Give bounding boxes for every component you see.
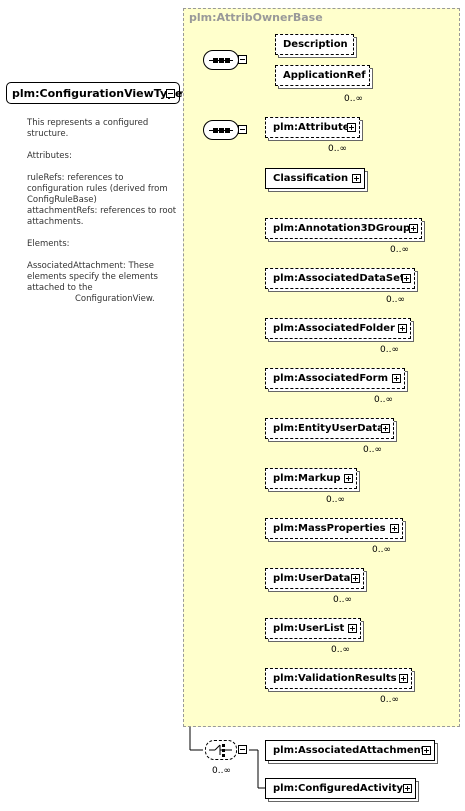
element-label: plm:Markup bbox=[273, 473, 341, 484]
cardinality-label: 0..∞ bbox=[328, 144, 347, 154]
collapse-icon[interactable] bbox=[238, 125, 247, 134]
element-associateddataset[interactable]: plm:AssociatedDataSet bbox=[265, 268, 415, 289]
group-title: plm:AttribOwnerBase bbox=[189, 11, 323, 24]
cardinality-label: 0..∞ bbox=[333, 595, 352, 605]
element-label: plm:AssociatedFolder bbox=[273, 323, 395, 334]
root-label: plm:ConfigurationViewType bbox=[12, 86, 183, 100]
desc-paragraph: AssociatedAttachment: These elements spe… bbox=[27, 261, 158, 293]
expand-icon[interactable] bbox=[392, 374, 401, 383]
expand-icon[interactable] bbox=[403, 784, 412, 793]
desc-paragraph: Attributes: bbox=[27, 151, 72, 161]
desc-paragraph: Elements: bbox=[27, 239, 70, 249]
cardinality-label: 0..∞ bbox=[380, 695, 399, 705]
cardinality-label: 0..∞ bbox=[390, 245, 409, 255]
documentation-text: This represents a configured structure. … bbox=[9, 118, 179, 316]
element-associatedfolder[interactable]: plm:AssociatedFolder bbox=[265, 318, 411, 339]
element-label: plm:UserData bbox=[273, 573, 351, 584]
collapse-icon[interactable] bbox=[238, 745, 247, 754]
element-classification[interactable]: Classification bbox=[265, 168, 365, 189]
collapse-icon[interactable] bbox=[238, 55, 247, 64]
expand-icon[interactable] bbox=[399, 674, 408, 683]
element-label: ApplicationRef bbox=[283, 70, 366, 81]
expand-icon[interactable] bbox=[398, 324, 407, 333]
expand-icon[interactable] bbox=[390, 524, 399, 533]
element-label: Description bbox=[283, 39, 348, 50]
desc-paragraph: ruleRefs: references to configuration ru… bbox=[27, 173, 168, 205]
cardinality-label: 0..∞ bbox=[344, 94, 363, 104]
element-label: plm:ConfiguredActivity bbox=[273, 783, 404, 794]
element-configuredactivity[interactable]: plm:ConfiguredActivity bbox=[265, 778, 416, 799]
element-label: plm:Attribute bbox=[273, 122, 350, 133]
element-label: plm:AssociatedAttachment bbox=[273, 745, 426, 756]
choice-compositor-icon bbox=[205, 740, 237, 760]
cardinality-label: 0..∞ bbox=[380, 345, 399, 355]
element-label: plm:MassProperties bbox=[273, 523, 386, 534]
element-validationresults[interactable]: plm:ValidationResults bbox=[265, 668, 412, 689]
element-label: plm:ValidationResults bbox=[273, 673, 397, 684]
element-label: plm:AssociatedDataSet bbox=[273, 273, 405, 284]
element-associatedform[interactable]: plm:AssociatedForm bbox=[265, 368, 405, 389]
expand-icon[interactable] bbox=[381, 424, 390, 433]
element-massproperties[interactable]: plm:MassProperties bbox=[265, 518, 403, 539]
element-label: plm:UserList bbox=[273, 623, 345, 634]
expand-icon[interactable] bbox=[347, 123, 356, 132]
desc-paragraph: ConfigurationView. bbox=[75, 294, 155, 304]
element-label: Classification bbox=[273, 173, 349, 184]
expand-icon[interactable] bbox=[348, 624, 357, 633]
cardinality-label: 0..∞ bbox=[374, 395, 393, 405]
cardinality-label: 0..∞ bbox=[372, 545, 391, 555]
expand-icon[interactable] bbox=[422, 746, 431, 755]
expand-icon[interactable] bbox=[351, 574, 360, 583]
cardinality-label: 0..∞ bbox=[331, 645, 350, 655]
sequence-compositor-icon bbox=[203, 50, 239, 70]
element-userlist[interactable]: plm:UserList bbox=[265, 618, 361, 639]
expand-icon[interactable] bbox=[352, 174, 361, 183]
element-label: plm:AssociatedForm bbox=[273, 373, 388, 384]
element-label: plm:EntityUserData bbox=[273, 423, 384, 434]
element-attribute[interactable]: plm:Attribute bbox=[265, 117, 360, 138]
expand-icon[interactable] bbox=[402, 274, 411, 283]
cardinality-label: 0..∞ bbox=[212, 766, 231, 776]
element-label: plm:Annotation3DGroup bbox=[273, 223, 411, 234]
cardinality-label: 0..∞ bbox=[363, 445, 382, 455]
element-applicationref[interactable]: ApplicationRef bbox=[275, 65, 370, 86]
element-markup[interactable]: plm:Markup bbox=[265, 468, 357, 489]
cardinality-label: 0..∞ bbox=[386, 295, 405, 305]
element-userdata[interactable]: plm:UserData bbox=[265, 568, 364, 589]
desc-paragraph: This represents a configured structure. bbox=[27, 118, 149, 139]
element-description[interactable]: Description bbox=[275, 34, 354, 55]
root-element[interactable]: plm:ConfigurationViewType bbox=[6, 82, 183, 104]
expand-icon[interactable] bbox=[344, 474, 353, 483]
element-entityuserdata[interactable]: plm:EntityUserData bbox=[265, 418, 394, 439]
expand-icon[interactable] bbox=[409, 224, 418, 233]
element-annotation3dgroup[interactable]: plm:Annotation3DGroup bbox=[265, 218, 422, 239]
element-associatedattachment[interactable]: plm:AssociatedAttachment bbox=[265, 740, 435, 761]
sequence-compositor-icon bbox=[203, 120, 239, 140]
desc-paragraph: attachmentRefs: references to root attac… bbox=[27, 206, 177, 227]
cardinality-label: 0..∞ bbox=[326, 495, 345, 505]
collapse-icon[interactable] bbox=[166, 89, 175, 98]
